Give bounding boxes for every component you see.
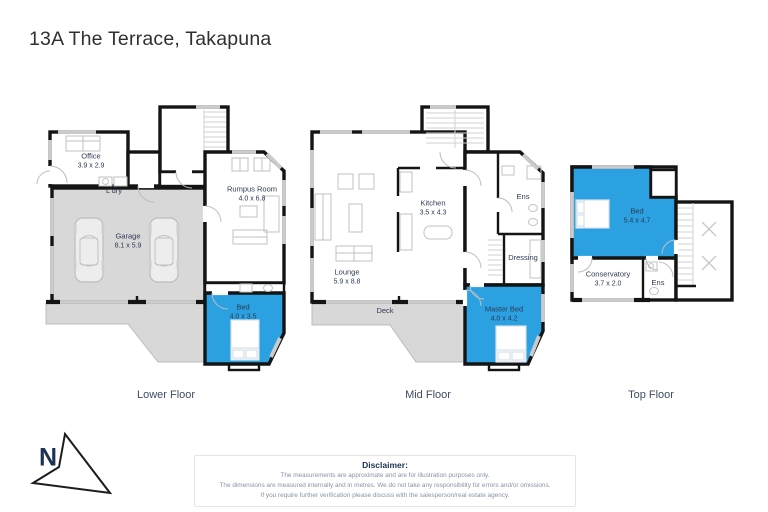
north-arrow-icon bbox=[30, 431, 113, 495]
compass-north-label: N bbox=[38, 443, 58, 472]
disclaimer-line: If you require further verification plea… bbox=[260, 491, 510, 499]
disclaimer-line: The measurements are approximate and are… bbox=[280, 472, 490, 479]
bed-icon bbox=[230, 319, 260, 361]
disclaimer-box: Disclaimer: The measurements are approxi… bbox=[194, 455, 576, 507]
bed-icon bbox=[495, 325, 527, 363]
floor-plan-mid bbox=[310, 105, 545, 372]
car-icon bbox=[73, 217, 105, 283]
floor-plan-lower bbox=[36, 105, 286, 372]
bed-icon bbox=[575, 199, 610, 229]
skylight-icon bbox=[701, 255, 717, 271]
car-icon bbox=[148, 217, 180, 283]
floor-plan-top bbox=[570, 165, 734, 303]
floor-caption-top: Top Floor bbox=[628, 389, 674, 401]
page-title: 13A The Terrace, Takapuna bbox=[29, 28, 272, 50]
disclaimer-line: The dimensions are measured internally a… bbox=[219, 481, 551, 489]
floor-caption-lower: Lower Floor bbox=[136, 389, 196, 401]
skylight-icon bbox=[701, 221, 717, 237]
floor-caption-mid: Mid Floor bbox=[405, 389, 451, 401]
disclaimer-title: Disclaimer: bbox=[362, 460, 408, 470]
